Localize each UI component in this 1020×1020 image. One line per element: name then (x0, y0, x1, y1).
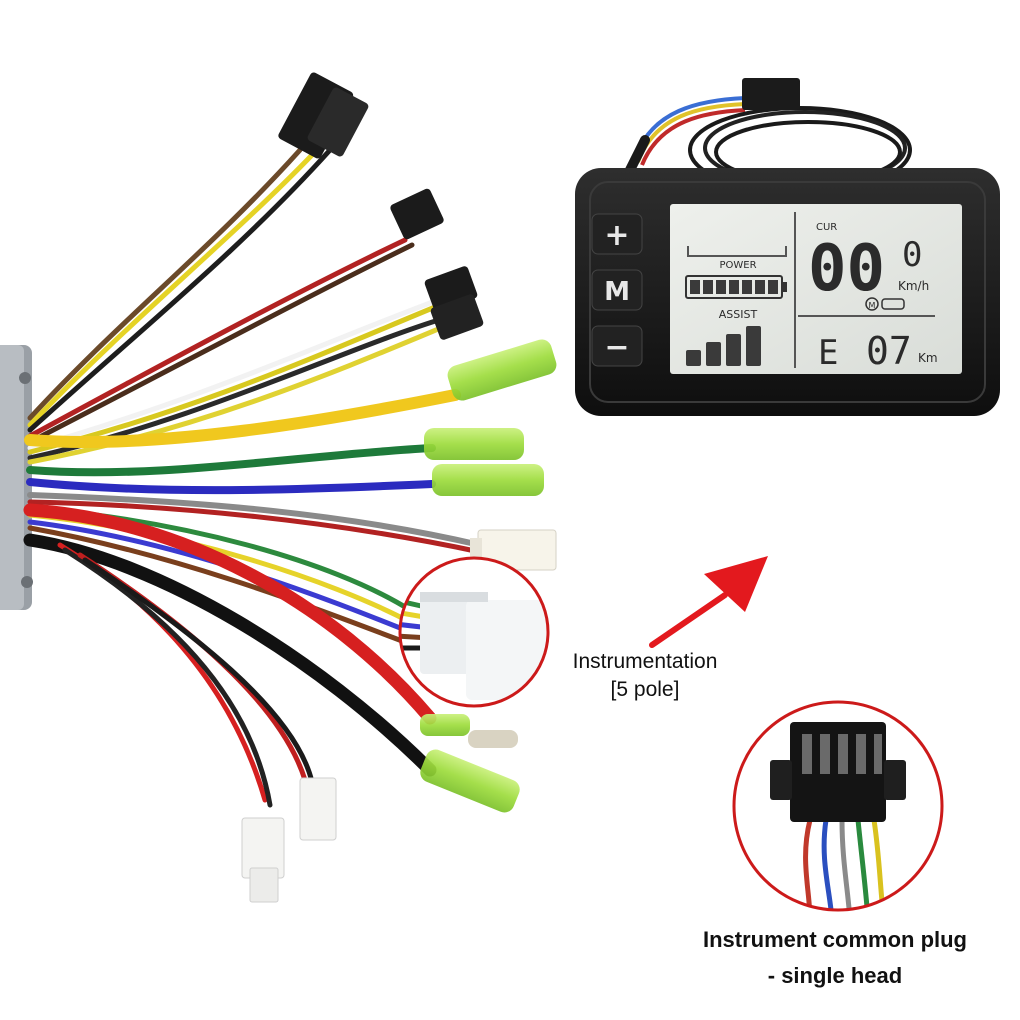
battery-segment (742, 280, 752, 294)
battery-segment (690, 280, 700, 294)
battery-segment (716, 280, 726, 294)
assist-level-bars (686, 326, 761, 366)
lcd-display-unit: + M − CUR POWER ASSIST 00 0 Km/h (575, 78, 1000, 416)
button-mode[interactable]: M (591, 269, 643, 311)
motor-icon-label: M (869, 301, 876, 310)
battery-segment (703, 280, 713, 294)
cur-label: CUR (816, 222, 837, 233)
plug-caption-line2: - single head (767, 963, 903, 988)
assist-bar (726, 334, 741, 366)
plug-caption-line1: Instrument common plug (703, 927, 967, 952)
plus-label: + (604, 218, 629, 253)
mode-label: M (604, 277, 630, 307)
instrument-connector-highlight (398, 556, 550, 708)
speed-readout: 00 (808, 232, 885, 306)
white-connectors-bottom (241, 777, 337, 903)
error-code-readout: 07 (866, 329, 912, 373)
assist-bar (706, 342, 721, 366)
thick-wires (23, 389, 483, 808)
black-connector-3pin (278, 72, 369, 159)
error-prefix: E (818, 333, 838, 373)
instrumentation-line2: [5 pole] (610, 678, 680, 701)
instrumentation-caption: Instrumentation [5 pole] (540, 648, 750, 704)
assist-bar (746, 326, 761, 366)
display-plug (742, 78, 800, 110)
controller-harness (0, 72, 557, 903)
motor-icon: M (865, 297, 905, 311)
black-connector-pair (424, 266, 484, 340)
button-plus[interactable]: + (591, 213, 643, 255)
power-label: POWER (719, 260, 756, 271)
assist-bar (686, 350, 701, 366)
black-connector-2pin (390, 188, 444, 240)
instrumentation-line1: Instrumentation (572, 650, 718, 673)
battery-segment (755, 280, 765, 294)
assist-label: ASSIST (719, 308, 758, 321)
speed-unit-label: Km/h (898, 279, 929, 293)
distance-unit-label: Km (918, 351, 938, 365)
display-cable (625, 96, 912, 194)
battery-segment (768, 280, 778, 294)
battery-segment (729, 280, 739, 294)
plug-caption: Instrument common plug - single head (660, 922, 1010, 994)
minus-label: − (604, 330, 629, 365)
speed-decimal-readout: 0 (902, 235, 922, 275)
battery-gauge (685, 275, 787, 299)
lcd-screen (670, 204, 962, 374)
green-sleeve-terminals (420, 339, 557, 813)
red-arrow (649, 556, 768, 648)
button-minus[interactable]: − (591, 325, 643, 367)
controller-box (0, 345, 33, 610)
upper-wires (27, 147, 451, 465)
plug-detail-highlight (732, 700, 944, 912)
